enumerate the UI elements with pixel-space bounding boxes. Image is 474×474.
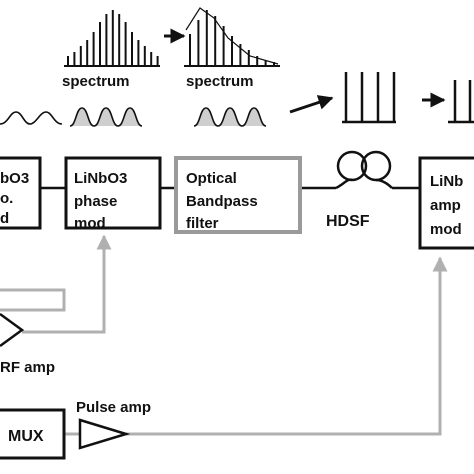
rf-amp-symbol: [0, 312, 25, 348]
phase-mod-line1: LiNbO3: [74, 170, 127, 187]
modulator-box-left: [0, 156, 42, 230]
spectrum-plot-1: [64, 10, 160, 67]
rf-signal-path: [0, 234, 112, 334]
amp-mod-line1: LiNb: [430, 173, 463, 190]
bandpass-filter-box: [174, 156, 302, 234]
phase-modulator-box: [64, 156, 162, 230]
hdsf-label: HDSF: [326, 213, 370, 230]
rf-amp-label: RF amp: [0, 359, 55, 376]
modulator-left-line2: o.: [0, 190, 13, 207]
bandpass-line1: Optical: [186, 170, 237, 187]
pulse-shape: [193, 107, 219, 127]
hdsf-fiber-coil: [335, 150, 393, 190]
spectrum-label-2: spectrum: [186, 73, 254, 90]
bandpass-line2: Bandpass: [186, 193, 258, 210]
amp-mod-line2: amp: [430, 197, 461, 214]
pulse-waveform-3: [193, 107, 267, 127]
pulse-shape: [241, 107, 267, 127]
pulse-waveform-2: [69, 107, 143, 127]
amplitude-modulator-box: [418, 156, 474, 250]
spectrum-plot-2: [184, 7, 280, 67]
pulse-amp-label: Pulse amp: [76, 399, 151, 416]
mux-label: MUX: [8, 428, 44, 445]
waveform-arrow-1: [289, 95, 334, 114]
amp-mod-line3: mod: [430, 221, 462, 238]
pulse-shape: [117, 107, 143, 127]
pulse-shape: [93, 107, 119, 127]
pulse-train-1: [342, 72, 396, 124]
spectrum-envelope: [185, 7, 279, 65]
pulse-waveform-1: [0, 111, 63, 125]
pulse-signal-path: [64, 256, 448, 436]
pulse-amp-symbol: [78, 418, 131, 450]
spectrum-label-1: spectrum: [62, 73, 130, 90]
mux-box: [0, 408, 66, 460]
phase-mod-line2: phase: [74, 193, 117, 210]
phase-mod-line3: mod: [74, 215, 106, 232]
pulse-train-2: [448, 80, 474, 124]
modulator-left-line1: bO3: [0, 170, 29, 187]
bandpass-line3: filter: [186, 215, 219, 232]
modulator-left-line3: d: [0, 210, 9, 227]
pulse-shape: [217, 107, 243, 127]
pulse-shape: [69, 107, 95, 127]
